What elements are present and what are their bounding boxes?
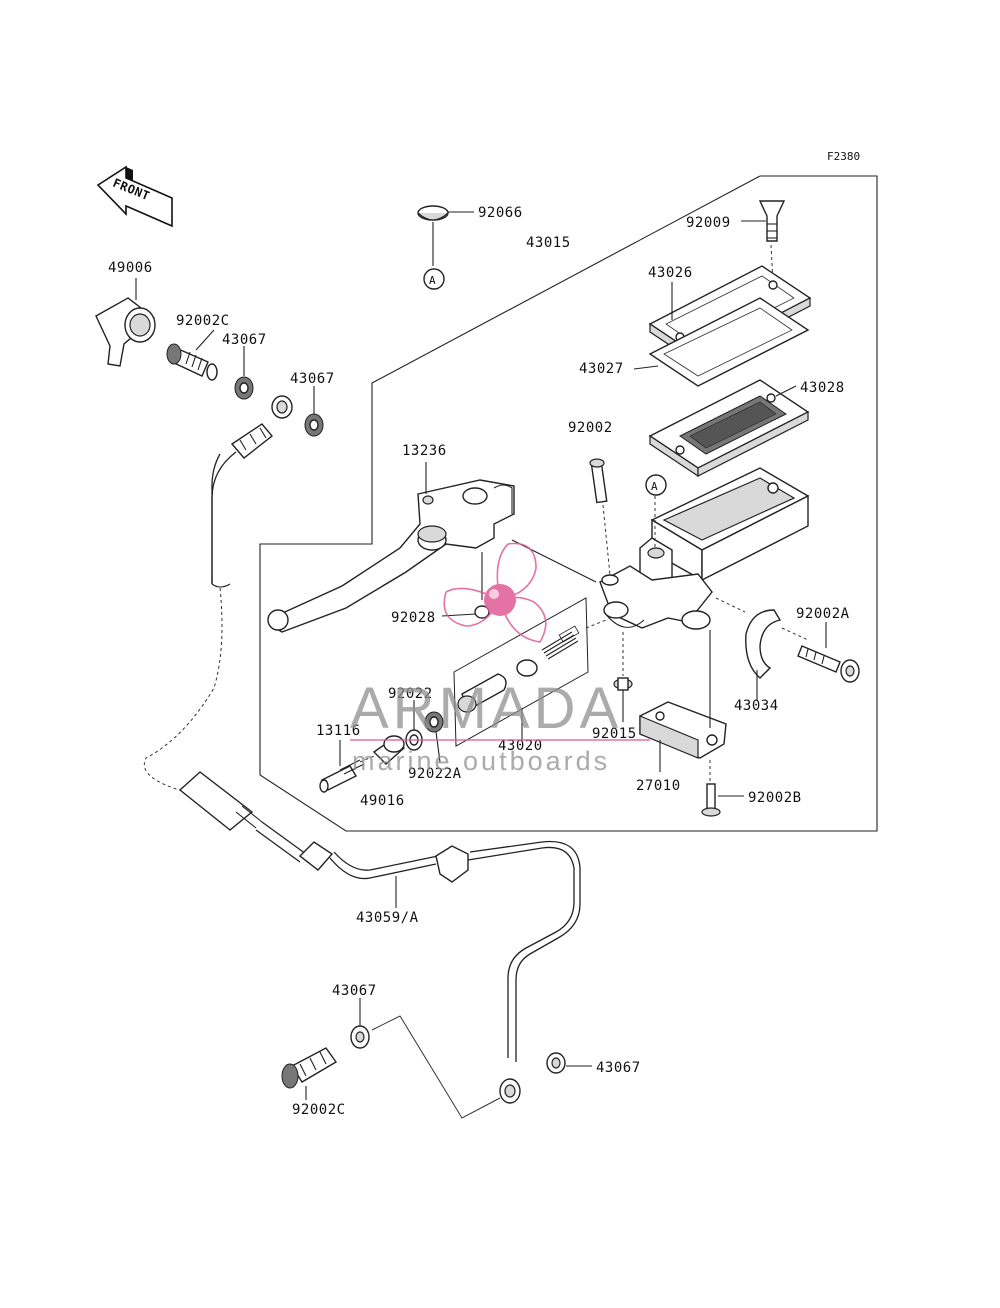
label-27010: 27010 xyxy=(636,778,681,794)
switch-27010 xyxy=(639,630,727,784)
label-43059a: 43059/A xyxy=(356,910,419,926)
watermark-brand: ARMADA xyxy=(350,676,622,741)
diagram-code: F2380 xyxy=(827,150,860,163)
label-49016: 49016 xyxy=(360,793,405,809)
label-43026: 43026 xyxy=(648,265,693,281)
label-43067-d: 43067 xyxy=(596,1060,641,1076)
label-43015: 43015 xyxy=(526,235,571,251)
label-92022a: 92022A xyxy=(408,766,462,782)
label-92002: 92002 xyxy=(568,420,613,436)
hose-43059a xyxy=(144,451,581,1104)
pushrod-13116 xyxy=(319,740,365,793)
boot-49006 xyxy=(95,278,156,367)
label-92002a: 92002A xyxy=(796,606,850,622)
label-92009: 92009 xyxy=(686,215,731,231)
screw-92015 xyxy=(613,632,633,722)
label-43034: 43034 xyxy=(734,698,779,714)
diaphragm-plate-43027 xyxy=(633,297,810,387)
master-cylinder-body: A xyxy=(599,467,810,630)
label-92015: 92015 xyxy=(592,726,637,742)
propeller-logo-icon xyxy=(443,542,547,643)
ref-marker-a-1: A xyxy=(429,274,436,287)
label-49006: 49006 xyxy=(108,260,153,276)
label-43067-b: 43067 xyxy=(290,371,335,387)
lever-13236 xyxy=(267,462,597,633)
front-arrow-icon: FRONT xyxy=(96,165,173,228)
watermark-tagline: marine outboards xyxy=(352,746,610,776)
label-43067-a: 43067 xyxy=(222,332,267,348)
washer-43067-b xyxy=(304,386,324,437)
screw-92002 xyxy=(589,458,611,576)
label-92066: 92066 xyxy=(478,205,523,221)
hose-fitting-upper xyxy=(230,395,293,459)
piston-kit-43020 xyxy=(453,597,607,747)
ref-marker-a-2: A xyxy=(651,480,658,493)
label-92002c-upper: 92002C xyxy=(176,313,230,329)
label-43067-c: 43067 xyxy=(332,983,377,999)
label-13236: 13236 xyxy=(402,443,447,459)
washer-43067-d xyxy=(546,1052,592,1074)
diaphragm-43028 xyxy=(648,379,810,478)
part-labels: 92066 43015 92009 43026 43027 43028 9200… xyxy=(108,205,850,1118)
watermark: ARMADA marine outboards xyxy=(350,542,650,776)
hose-routing-link xyxy=(371,1015,501,1119)
screw-92002b xyxy=(701,783,744,817)
bolt-92002a xyxy=(797,622,860,683)
label-43020: 43020 xyxy=(498,738,543,754)
label-92002c-lower: 92002C xyxy=(292,1102,346,1118)
label-92022: 92022 xyxy=(388,686,433,702)
cap-92066: A xyxy=(417,205,474,290)
label-13116: 13116 xyxy=(316,723,361,739)
clamp-43034 xyxy=(715,597,809,700)
banjo-bolt-92002c-lower xyxy=(281,1047,338,1100)
label-43027: 43027 xyxy=(579,361,624,377)
banjo-bolt-92002c-upper xyxy=(166,329,218,381)
label-43028: 43028 xyxy=(800,380,845,396)
seal-92022a xyxy=(424,711,444,763)
washer-43067-c xyxy=(350,998,370,1049)
assembly-outline xyxy=(259,175,878,832)
washer-43067-a xyxy=(234,346,254,400)
label-92002b: 92002B xyxy=(748,790,802,806)
label-92028: 92028 xyxy=(391,610,436,626)
